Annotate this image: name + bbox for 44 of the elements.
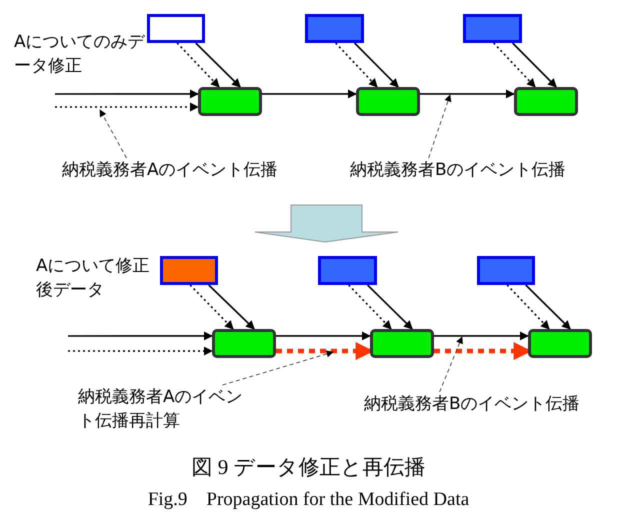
arrow [367, 284, 413, 330]
recalculation-label: 納税義務者Aのイベント伝播再計算 [78, 386, 244, 433]
annotation-text: Aについて修正後データ [36, 255, 151, 302]
arrow [208, 284, 255, 330]
data-box [477, 256, 535, 285]
leader-line [100, 109, 127, 158]
event-box [370, 329, 434, 358]
arrow [434, 331, 529, 340]
arrow [348, 284, 392, 330]
data-box [160, 256, 218, 285]
arrow [68, 346, 213, 356]
arrow [195, 42, 241, 88]
english-caption: Fig.9 Propagation for the Modified Data [146, 488, 470, 512]
arrow [506, 284, 550, 330]
arrow [68, 331, 213, 340]
leader-line [439, 336, 463, 392]
arrow [190, 284, 234, 330]
propagation-label: 納税義務者Bのイベント伝播 [350, 159, 567, 182]
arrow [176, 42, 220, 88]
data-box [318, 256, 377, 285]
arrow [512, 42, 557, 88]
arrow [525, 284, 571, 330]
leader-line [428, 94, 452, 158]
arrow [420, 89, 515, 98]
arrow [354, 42, 399, 88]
arrow [262, 89, 357, 98]
leader-line [222, 350, 334, 386]
arrow [55, 89, 199, 98]
propagation-label: 納税義務者Aのイベント伝播 [62, 159, 279, 182]
data-box [147, 14, 205, 43]
arrow [493, 42, 536, 88]
figure-caption: 図 9 データ修正と再伝播 [190, 454, 426, 481]
data-box [463, 14, 522, 43]
event-box [198, 87, 262, 116]
arrow [276, 331, 371, 340]
arrow [55, 102, 199, 112]
event-box [212, 329, 276, 358]
data-box [305, 14, 364, 43]
arrow [335, 42, 378, 88]
propagation-label: 納税義務者Bのイベント伝播 [364, 393, 581, 416]
event-box [528, 329, 592, 358]
annotation-text: Aについてのみデータ修正 [14, 31, 146, 78]
event-box [514, 87, 578, 116]
event-box [356, 87, 420, 116]
